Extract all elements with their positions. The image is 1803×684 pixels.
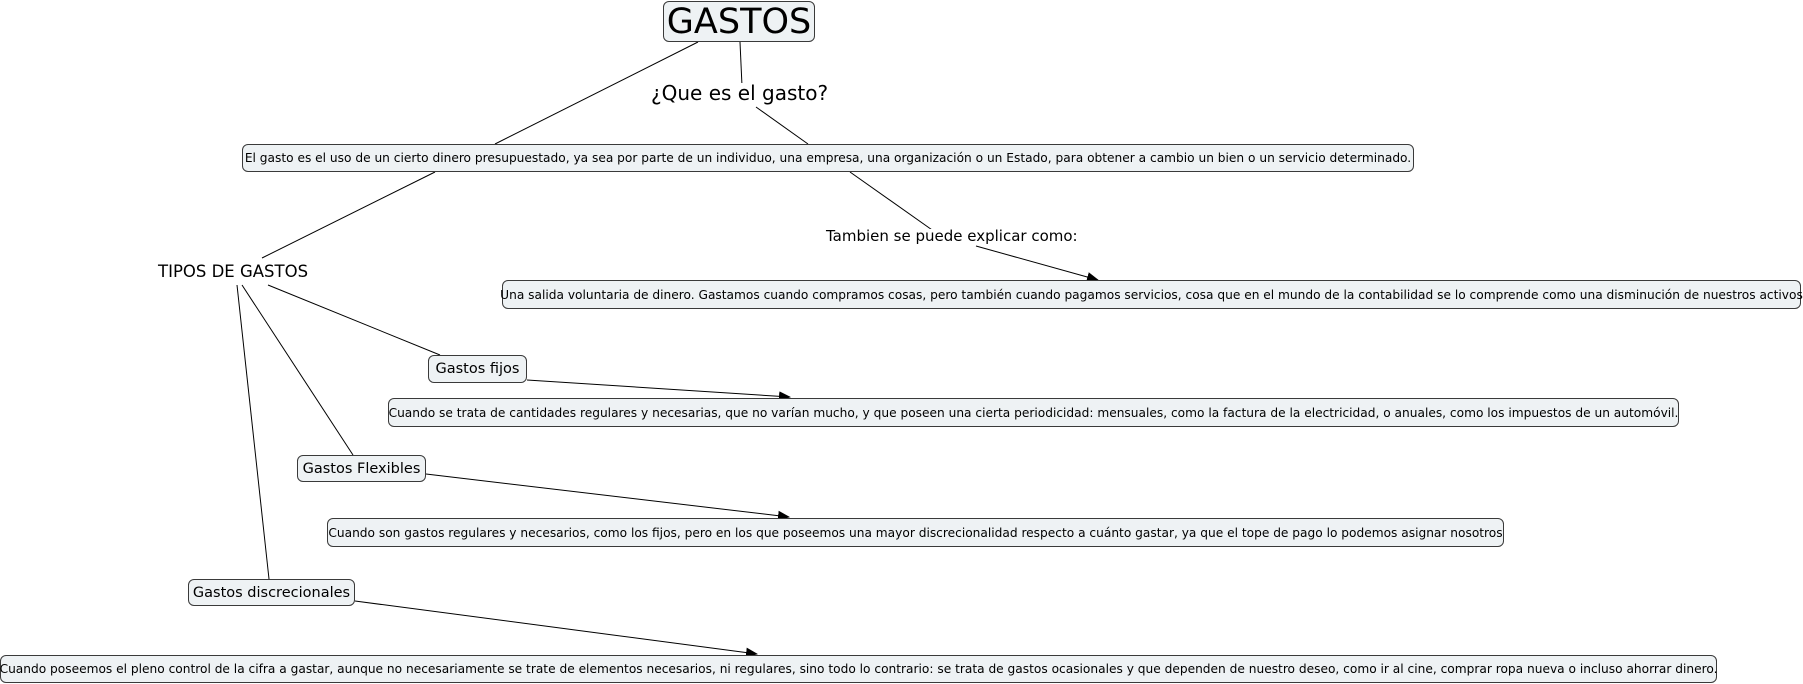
link-title-definition [494, 41, 699, 145]
linking-phrase-question: ¿Que es el gasto? [651, 81, 829, 105]
type-description-fijos[interactable]: Cuando se trata de cantidades regulares … [388, 398, 1679, 427]
link-alt-phrase-alt [975, 245, 1099, 282]
type-node-discrecionales[interactable]: Gastos discrecionales [188, 579, 355, 606]
link-discrecionales-description [354, 600, 758, 658]
title-node[interactable]: GASTOS [663, 1, 815, 42]
alternative-definition-text: Una salida voluntaria de dinero. Gastamo… [500, 287, 1803, 302]
type-label: Gastos fijos [435, 361, 520, 377]
type-description-flexibles[interactable]: Cuando son gastos regulares y necesarios… [327, 518, 1504, 547]
linking-phrase-alternative: Tambien se puede explicar como: [826, 227, 1078, 245]
type-description-text: Cuando se trata de cantidades regulares … [388, 405, 1679, 420]
link-definition-types [261, 171, 436, 259]
type-node-fijos[interactable]: Gastos fijos [428, 355, 527, 383]
types-heading: TIPOS DE GASTOS [158, 262, 309, 281]
link-definition-alt-phrase [849, 171, 936, 233]
alternative-definition-node[interactable]: Una salida voluntaria de dinero. Gastamo… [500, 280, 1803, 309]
type-description-discrecionales[interactable]: Cuando poseemos el pleno control de la c… [0, 655, 1717, 683]
link-question-definition [755, 106, 809, 145]
type-node-flexibles[interactable]: Gastos Flexibles [297, 455, 426, 482]
type-label: Gastos Flexibles [302, 460, 421, 477]
type-label: Gastos discrecionales [192, 584, 351, 601]
link-types-discrecionales [236, 284, 270, 580]
type-description-text: Cuando poseemos el pleno control de la c… [0, 662, 1718, 676]
link-fijos-description [526, 379, 791, 402]
type-description-text: Cuando son gastos regulares y necesarios… [328, 525, 1503, 540]
link-flexibles-description [425, 473, 790, 521]
definition-text: El gasto es el uso de un cierto dinero p… [244, 151, 1412, 165]
definition-node[interactable]: El gasto es el uso de un cierto dinero p… [242, 144, 1414, 172]
link-types-flexibles [241, 284, 354, 456]
title-label: GASTOS [666, 1, 812, 42]
link-types-fijos [267, 284, 441, 356]
link-title-question [739, 41, 743, 87]
